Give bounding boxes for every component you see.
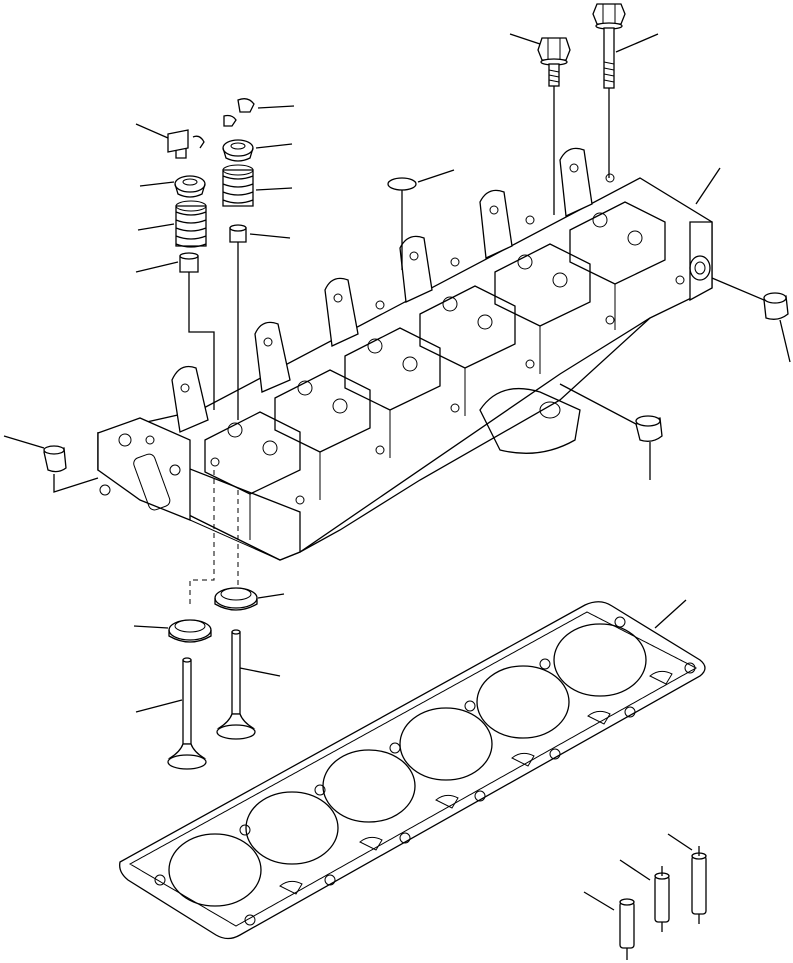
callout-leader-lines [3,33,721,911]
expansion-plug-top [387,177,417,270]
valve-spring-right [222,164,254,207]
valve-spring-left [175,200,207,248]
head-gasket [119,601,706,940]
head-bolt-long [592,3,626,178]
assembly-centerlines [188,242,239,608]
expansion-plug-right-1 [559,383,663,480]
valve-seat-insert-2 [214,587,258,611]
intake-valve [167,657,207,770]
valve-spring-retainer-left [174,175,206,198]
cylinder-head [97,147,713,561]
valve-keepers-right [223,98,255,127]
exhaust-valve [216,629,256,740]
dowel-pin-3 [691,846,707,924]
expansion-plug-left [43,445,99,493]
valve-stem-seal-left [179,252,199,273]
rocker-towers [171,147,593,433]
valve-spring-retainer-right [222,139,254,162]
dowel-pin-1 [619,898,635,960]
head-bolt-holes [145,173,685,505]
valve-keepers-left [167,129,205,159]
valve-seat-insert-1 [168,619,212,643]
valve-pockets [204,201,666,495]
expansion-plug-right-2 [711,277,791,363]
dowel-pin-2 [654,866,670,932]
valve-stem-seal-right [229,224,247,243]
head-bolt-short [537,37,571,215]
